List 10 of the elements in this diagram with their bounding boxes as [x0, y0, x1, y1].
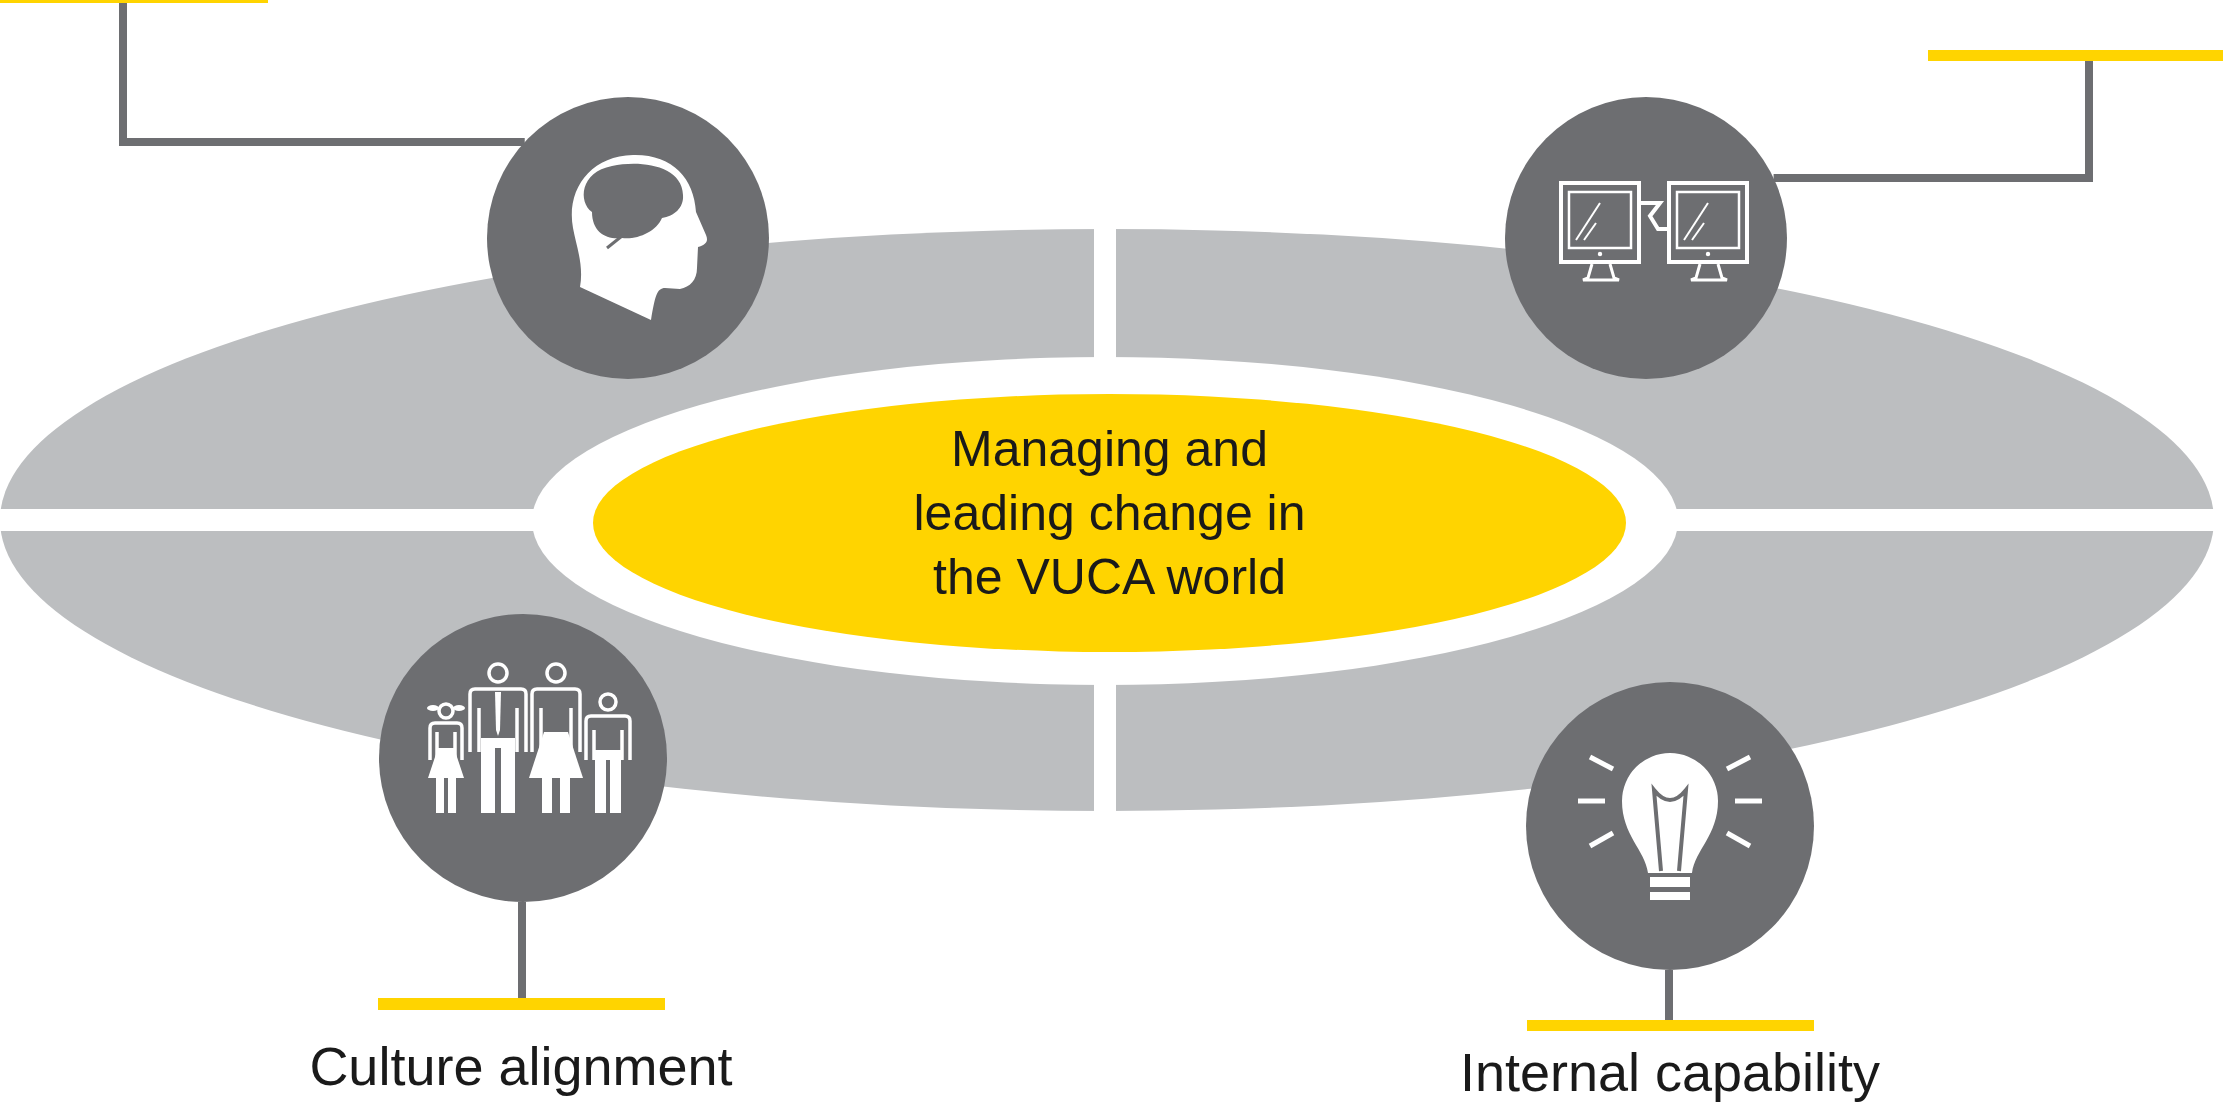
accent-bar: [0, 0, 268, 3]
leader-line: [1773, 61, 2093, 182]
center-ellipse: [593, 394, 1626, 652]
leader-line: [119, 3, 525, 146]
leader-line: [1665, 970, 1673, 1020]
leader-line: [518, 902, 526, 998]
caption-text: Internal capability: [1458, 1041, 1882, 1103]
center-title: Managing and leading change in the VUCA world: [912, 420, 1307, 607]
caption-text: Culture alignment: [308, 1035, 734, 1097]
accent-bar: [1928, 50, 2223, 61]
